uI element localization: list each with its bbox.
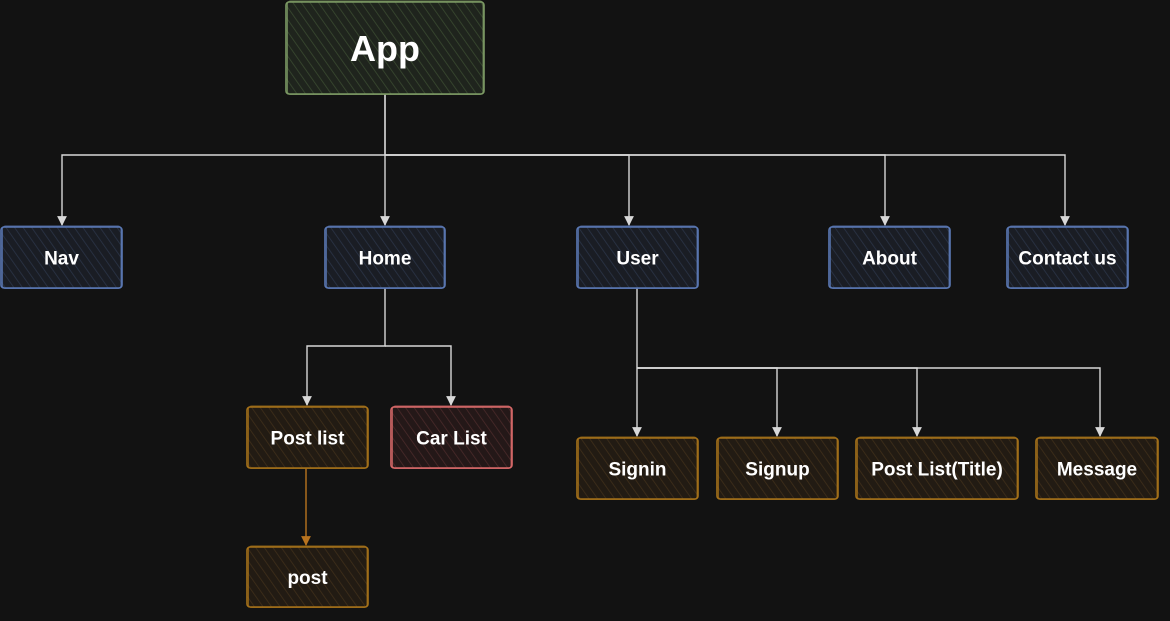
node-postlisttitle-label: Post List(Title) [871, 459, 1003, 480]
node-app[interactable]: App [285, 0, 485, 95]
node-about-sketch-outline [830, 225, 950, 289]
node-user-label: User [616, 248, 659, 269]
node-home[interactable]: Home [324, 225, 446, 289]
node-postlist-label: Post list [271, 428, 346, 449]
node-home-sketch-outline [326, 225, 445, 289]
node-user[interactable]: User [576, 225, 699, 289]
node-message[interactable]: Message [1035, 436, 1159, 500]
node-nav-label: Nav [44, 248, 79, 269]
node-signin[interactable]: Signin [576, 436, 699, 500]
node-about-label: About [862, 248, 918, 269]
node-home-label: Home [359, 248, 412, 269]
edges [57, 94, 1105, 546]
node-post[interactable]: post [246, 545, 369, 608]
node-signup-sketch-outline [718, 436, 838, 500]
node-postlist[interactable]: Post list [246, 405, 369, 469]
node-post-sketch-outline [248, 545, 368, 608]
node-app-label: App [350, 28, 420, 69]
node-carlist[interactable]: Car List [390, 405, 513, 469]
node-signup-label: Signup [745, 459, 809, 480]
node-about[interactable]: About [828, 225, 951, 289]
node-nav-sketch-outline [2, 225, 122, 289]
edge-app-to-contact [385, 154, 1070, 226]
node-message-label: Message [1057, 459, 1137, 480]
node-carlist-sketch-outline [392, 405, 512, 469]
node-post-label: post [287, 568, 328, 589]
node-user-sketch-outline [578, 225, 698, 289]
node-signup[interactable]: Signup [716, 436, 839, 500]
node-contact[interactable]: Contact us [1006, 225, 1129, 289]
edge-user-to-signup [637, 367, 782, 437]
edge-app-to-about [385, 154, 890, 226]
edge-home-to-postlist [302, 288, 386, 406]
edge-user-to-message [637, 367, 1105, 437]
edge-app-to-user [385, 154, 634, 226]
edge-app-to-nav [57, 94, 386, 226]
node-contact-label: Contact us [1018, 248, 1116, 269]
node-postlist-sketch-outline [248, 405, 368, 469]
node-contact-sketch-outline [1008, 225, 1128, 289]
node-postlisttitle-sketch-outline [857, 436, 1018, 500]
node-postlisttitle[interactable]: Post List(Title) [855, 436, 1019, 500]
node-message-sketch-outline [1037, 436, 1158, 500]
node-carlist-label: Car List [416, 428, 487, 449]
node-signin-label: Signin [608, 459, 666, 480]
node-app-sketch-outline [287, 0, 484, 95]
node-signin-sketch-outline [578, 436, 698, 500]
edge-home-to-carlist [385, 345, 456, 406]
node-nav[interactable]: Nav [0, 225, 123, 289]
